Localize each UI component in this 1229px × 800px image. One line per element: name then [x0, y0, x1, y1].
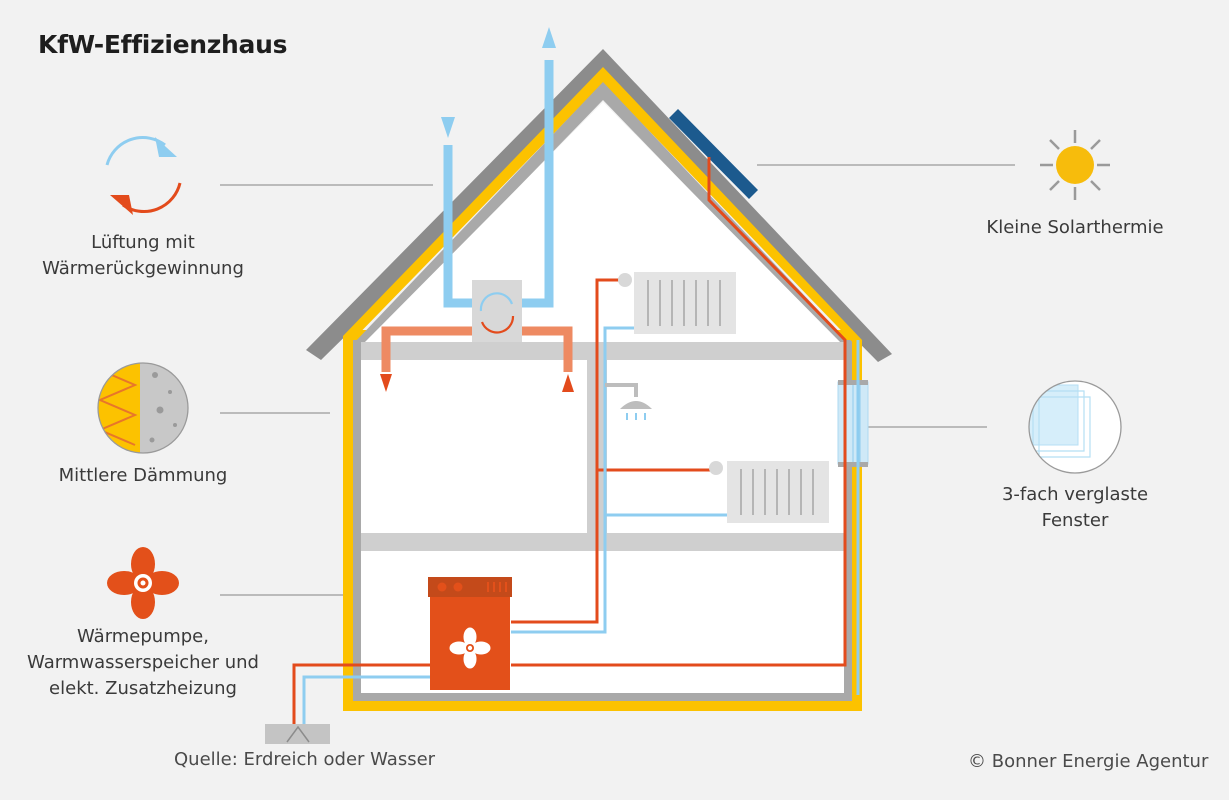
cold-pipes: [302, 326, 860, 730]
exhaust-arrow: [542, 27, 556, 48]
ventilation-unit-icon: [479, 292, 515, 334]
label-windows: 3-fach verglaste Fenster: [1001, 484, 1149, 531]
ground-source-icon: [265, 724, 330, 744]
label-insulation: Mittlere Dämmung: [58, 465, 228, 486]
ground-ceiling: [361, 533, 844, 551]
ventilation-ducts: [443, 60, 554, 308]
page-title: KfW-Effizienzhaus: [38, 30, 288, 59]
supply-arrow-left: [380, 374, 392, 392]
shower-icon: [605, 383, 652, 420]
intake-duct: [518, 60, 554, 308]
solar-panel: [669, 109, 758, 199]
heat-pump-unit: [428, 577, 512, 690]
source-note: Quelle: Erdreich oder Wasser: [174, 749, 436, 770]
fan-icon-small: [449, 627, 491, 669]
label-ventilation: Lüftung mit Wärmerückgewinnung: [42, 232, 244, 279]
fan-icon: [107, 547, 179, 619]
intake-arrow: [441, 117, 455, 138]
supply-ducts: [381, 326, 573, 372]
attic-floor: [361, 342, 844, 360]
window-pane-icon: [1028, 380, 1122, 474]
hot-pipes: [292, 157, 847, 730]
insulation-swatch-icon: [97, 362, 189, 454]
sun-icon: [1040, 130, 1110, 200]
label-heatpump: Wärmepumpe, Warmwasserspeicher und elekt…: [27, 626, 259, 699]
exhaust-duct: [443, 145, 478, 308]
house: [306, 49, 892, 711]
circular-arrows-icon: [105, 136, 182, 215]
copyright: © Bonner Energie Agentur: [968, 751, 1209, 772]
radiator-icon-upper: [618, 272, 736, 334]
label-solar: Kleine Solarthermie: [986, 217, 1164, 238]
supply-arrow-right: [562, 374, 574, 392]
radiator-icon-lower: [709, 461, 829, 523]
